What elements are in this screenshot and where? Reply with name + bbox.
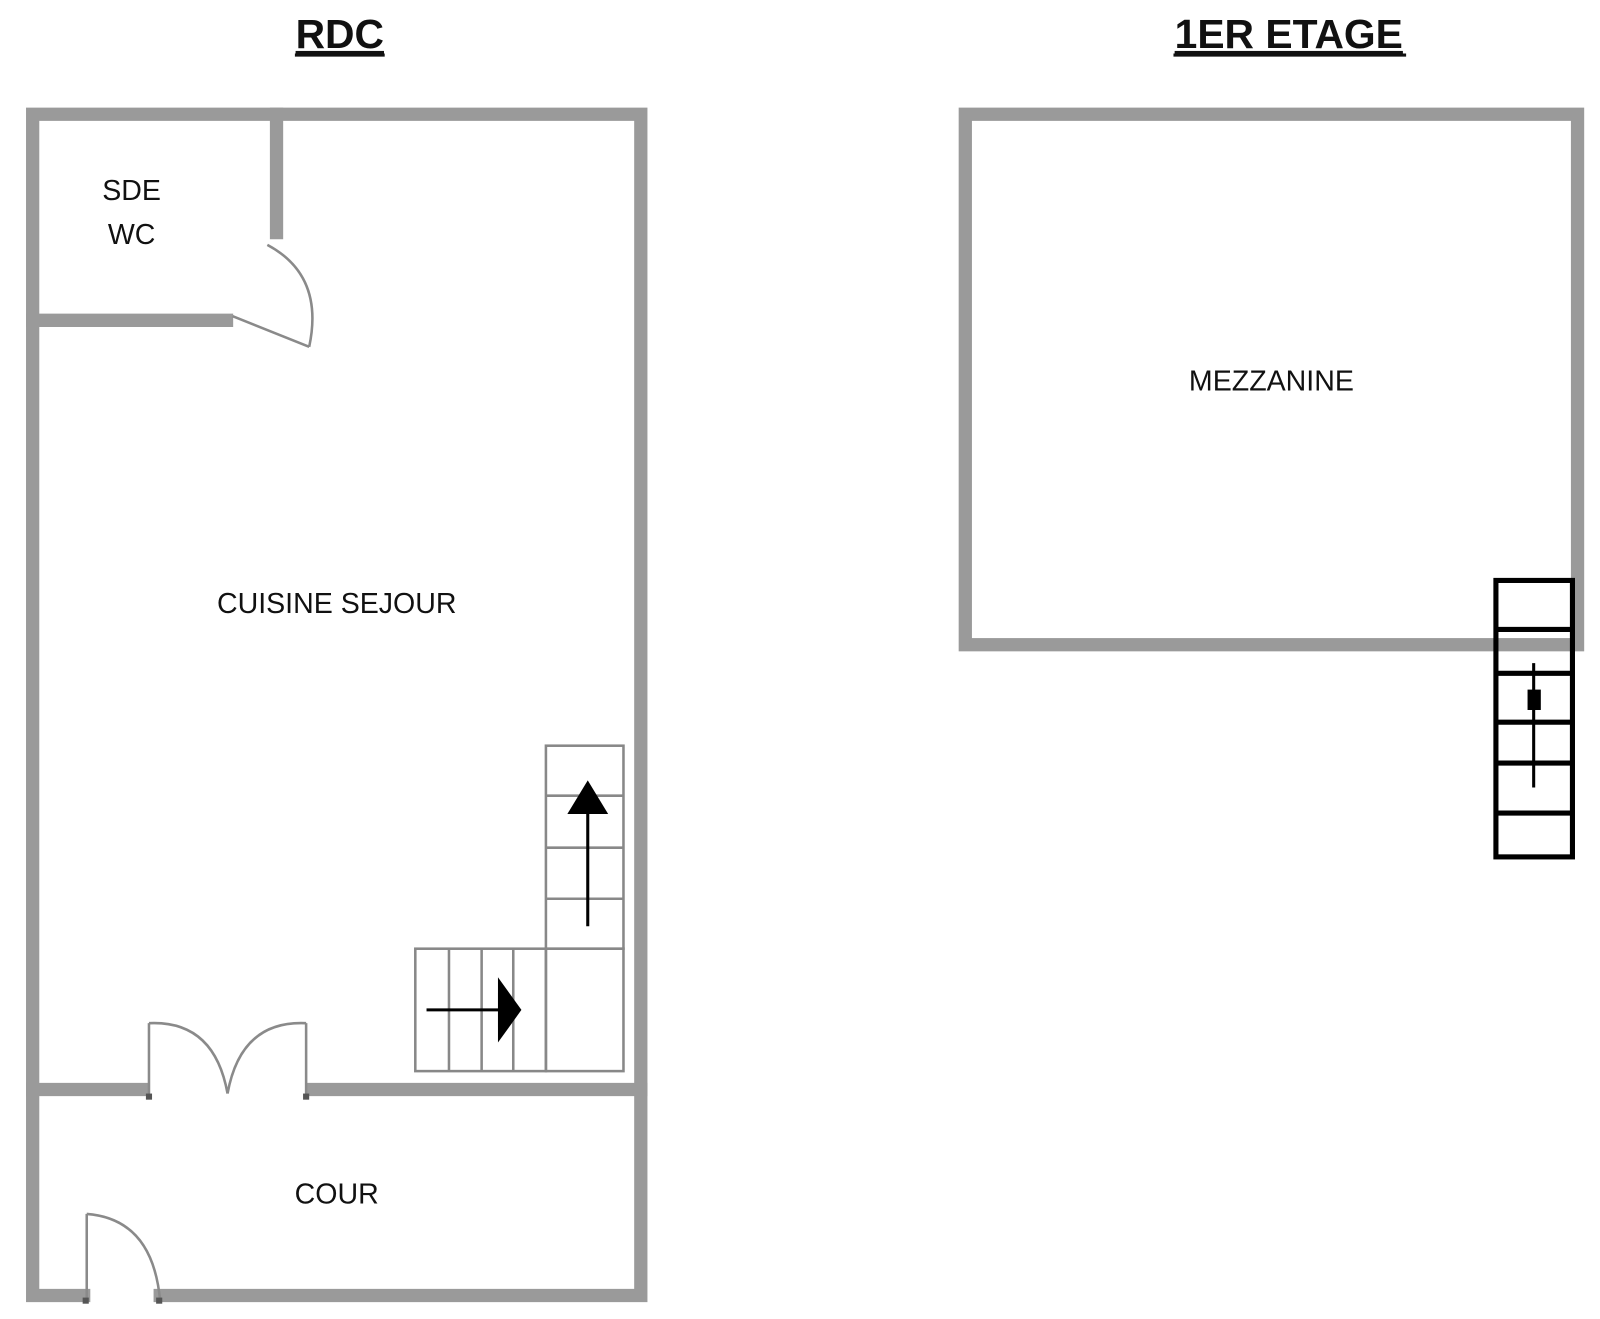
ground-floor-stairs xyxy=(414,744,625,1073)
room-label-mezzanine: MEZZANINE xyxy=(1189,366,1354,398)
first-floor-stairs xyxy=(1493,577,1575,860)
room-label-wc: WC xyxy=(108,219,156,251)
ground-floor-plan: SDE WC CUISINE SEJOUR COUR xyxy=(26,107,648,1304)
double-door xyxy=(145,1021,310,1100)
first-floor-title: 1ER ETAGE xyxy=(1175,11,1403,57)
stair-arrow-marker-icon xyxy=(1527,689,1541,710)
arrow-up-icon xyxy=(567,780,609,815)
mezzanine-wall xyxy=(958,107,1585,652)
entry-door xyxy=(82,1212,163,1304)
bathroom-door xyxy=(232,243,314,349)
outer-wall xyxy=(26,107,648,1303)
first-floor-plan: MEZZANINE xyxy=(958,107,1585,860)
room-label-living: CUISINE SEJOUR xyxy=(217,588,457,620)
ground-floor-title: RDC xyxy=(296,11,384,57)
room-label-courtyard: COUR xyxy=(295,1179,379,1211)
arrow-right-icon xyxy=(497,977,522,1043)
room-label-sde: SDE xyxy=(102,175,161,207)
